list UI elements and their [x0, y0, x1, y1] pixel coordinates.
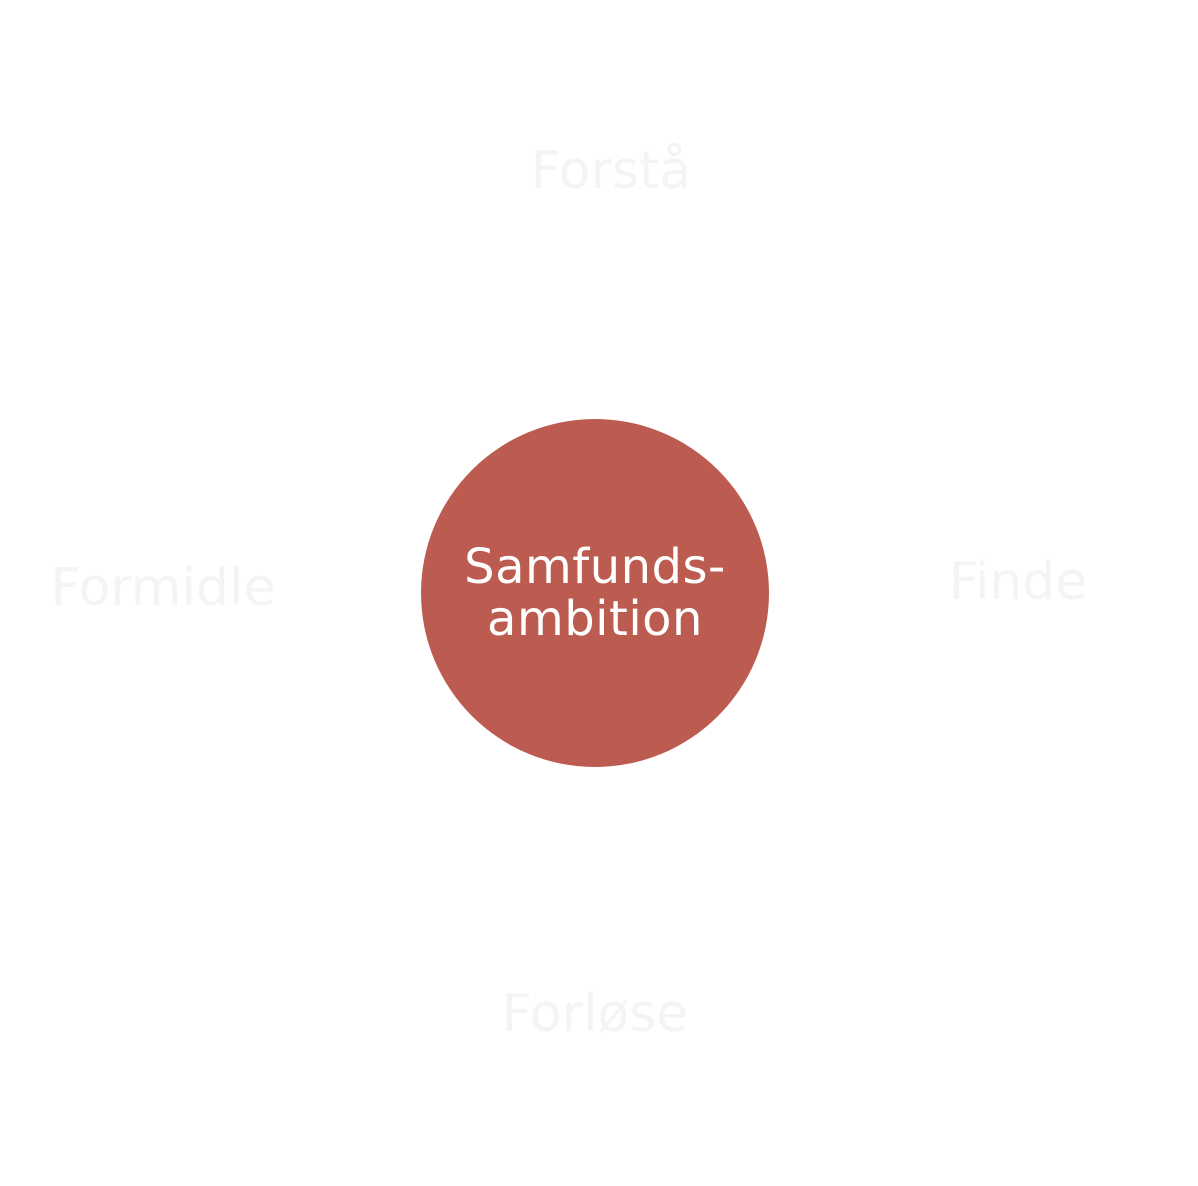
step-label-forsta[interactable]: Forstå — [530, 141, 692, 201]
step-label-finde[interactable]: Finde — [948, 552, 1088, 612]
center-title-line-1: Samfunds- — [464, 539, 726, 595]
step-label-forlose[interactable]: Forløse — [501, 984, 689, 1044]
center-ambition-circle[interactable]: Samfunds- ambition — [421, 419, 769, 767]
step-label-formidle[interactable]: Formidle — [50, 558, 276, 618]
center-title-line-2: ambition — [487, 591, 703, 647]
